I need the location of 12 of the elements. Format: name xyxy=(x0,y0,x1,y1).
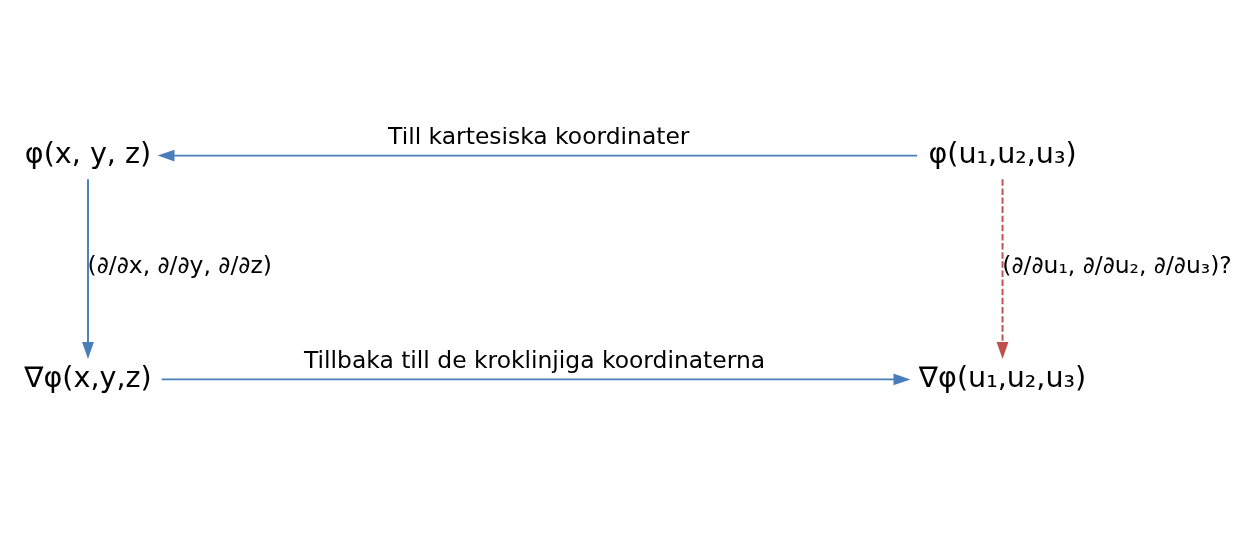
edge-label: Till kartesiska koordinater xyxy=(388,121,690,150)
node-text: φ(x, y, z) xyxy=(24,135,152,170)
edge-label: (∂/∂x, ∂/∂y, ∂/∂z) xyxy=(87,250,272,279)
arrow xyxy=(996,177,1009,359)
node-text: ∇φ(u₁,u₂,u₃) xyxy=(918,359,1087,394)
node-text: ∇φ(x,y,z) xyxy=(24,359,152,394)
arrow xyxy=(160,372,911,385)
arrow xyxy=(157,149,919,162)
arrow xyxy=(82,177,94,359)
edge-label: Tillbaka till de kroklinjiga koordinaterna xyxy=(303,345,766,374)
node-text: φ(u₁,u₂,u₃) xyxy=(928,135,1077,170)
edge-label: (∂/∂u₁, ∂/∂u₂, ∂/∂u₃)? xyxy=(1002,250,1232,279)
